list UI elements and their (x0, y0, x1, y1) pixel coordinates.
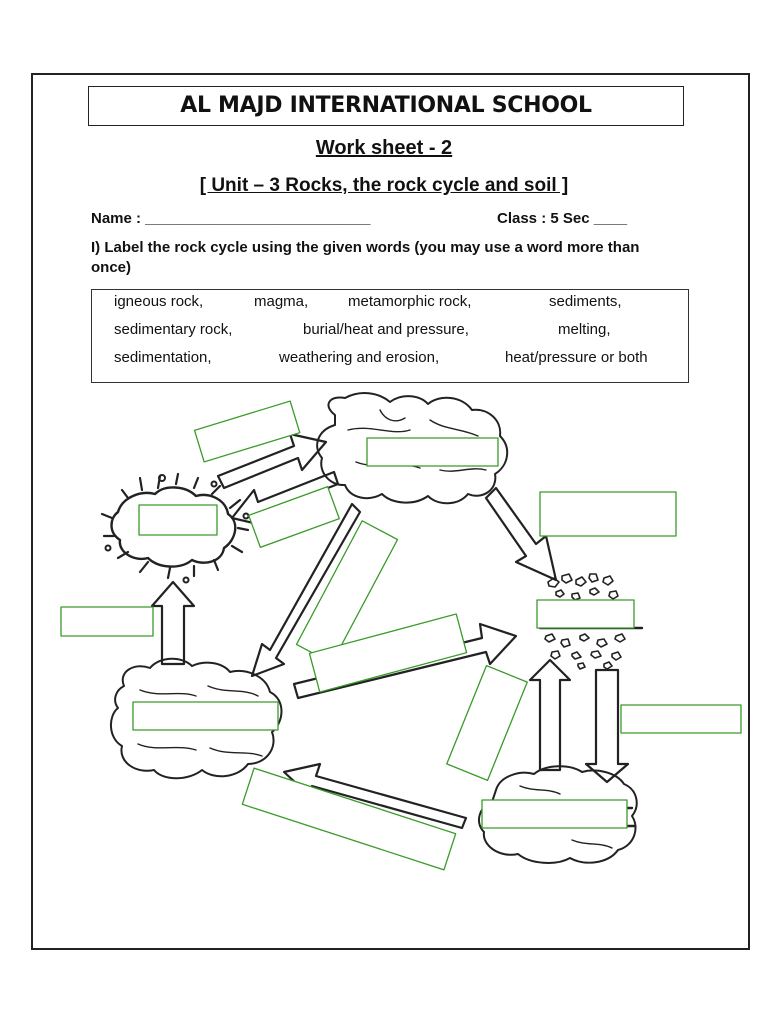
metamorphic-rock-illustration (110, 657, 283, 780)
label-box-upward-arrow[interactable] (446, 664, 528, 782)
name-field[interactable]: Name : ___________________________ (91, 210, 371, 227)
label-box-top-rock[interactable] (366, 437, 499, 467)
label-boxes[interactable] (60, 400, 742, 871)
label-box-melting-arrow[interactable] (248, 486, 340, 548)
label-box-magma-arrow[interactable] (193, 400, 301, 463)
label-box-sedimentary-rock[interactable] (481, 799, 628, 829)
magma-illustration (100, 472, 250, 584)
word-melting: melting, (558, 321, 611, 338)
word-igneous-rock: igneous rock, (114, 293, 204, 310)
word-metamorphic-rock: metamorphic rock, (348, 293, 472, 310)
cycle-arrows (150, 432, 630, 830)
school-name: AL MAJD INTERNATIONAL SCHOOL (88, 86, 684, 126)
arrow-igneous-to-metamorphic (250, 502, 362, 678)
class-field[interactable]: Class : 5 Sec ____ (497, 210, 628, 227)
arrow-sedimentary-to-sediments (528, 658, 572, 772)
label-box-long-arrow[interactable] (308, 613, 468, 693)
word-bank: igneous rock, magma, metamorphic rock, s… (91, 289, 689, 383)
label-box-right-arrow[interactable] (620, 704, 742, 734)
unit-title: [ Unit – 3 Rocks, the rock cycle and soi… (199, 175, 569, 196)
arrow-igneous-to-sediments (484, 486, 558, 582)
arrow-sediments-to-sedimentary (584, 668, 630, 784)
arrow-metamorphic-to-magma (150, 580, 196, 666)
worksheet-title: Work sheet - 2 (315, 137, 453, 159)
label-box-magma[interactable] (138, 504, 218, 536)
label-box-left[interactable] (60, 606, 154, 637)
label-box-right-top[interactable] (539, 491, 677, 537)
label-box-metamorphic-rock[interactable] (132, 701, 279, 731)
arrow-magma-to-igneous (216, 432, 328, 490)
word-magma: magma, (254, 293, 309, 310)
instruction-text: I) Label the rock cycle using the given … (91, 239, 640, 276)
label-box-sediments[interactable] (536, 599, 635, 629)
word-weathering-erosion: weathering and erosion, (279, 349, 440, 366)
word-sediments: sediments, (549, 293, 622, 310)
label-box-bottom-arrow[interactable] (241, 767, 457, 871)
word-burial-heat-pressure: burial/heat and pressure, (303, 321, 469, 338)
word-heat-pressure-both: heat/pressure or both (505, 349, 648, 366)
page-border (31, 73, 750, 950)
word-sedimentation: sedimentation, (114, 349, 212, 366)
word-sedimentary-rock: sedimentary rock, (114, 321, 233, 338)
